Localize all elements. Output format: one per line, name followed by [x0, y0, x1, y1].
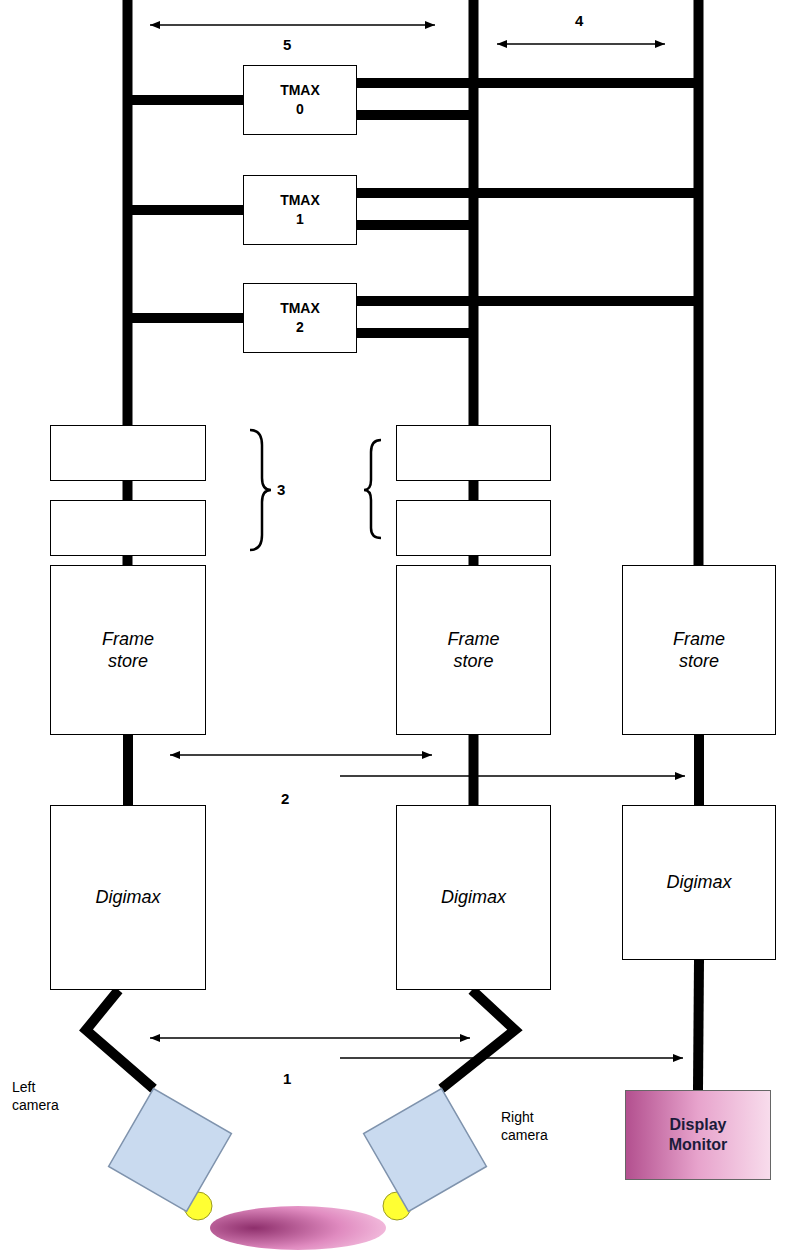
double-arrow [170, 754, 432, 756]
bus-link [128, 95, 245, 105]
box-label: Digimax [666, 871, 731, 894]
bus-line [123, 0, 133, 566]
digitiser-board: Digimax [396, 805, 551, 990]
camera-housing [109, 1089, 232, 1212]
bus-link [356, 110, 474, 120]
callout-number: 5 [283, 36, 291, 54]
bus-link [128, 205, 245, 215]
callout-number: 2 [281, 790, 289, 808]
box-label: Frame store [447, 628, 499, 673]
empty-board [397, 501, 551, 556]
frame-store-board: Frame store [396, 565, 551, 735]
single-arrow [340, 1057, 683, 1059]
double-arrow [150, 24, 435, 26]
box-label: TMAX 1 [280, 191, 320, 229]
camera-body [110, 1090, 230, 1210]
processor-board: TMAX 1 [243, 175, 357, 245]
braces [250, 430, 381, 550]
empty-board [51, 426, 206, 481]
callout-number: 3 [277, 481, 285, 499]
curly-brace [364, 440, 381, 538]
data-cable [698, 960, 699, 1090]
callout-number: 1 [283, 1070, 291, 1088]
callout-number: 4 [575, 12, 583, 30]
bus-lines [128, 0, 699, 566]
data-cable [469, 735, 479, 805]
empty-boards [51, 426, 551, 556]
empty-board [397, 426, 551, 481]
frame-store-board: Frame store [622, 565, 776, 735]
digitiser-board: Digimax [622, 805, 776, 960]
camera: Right camera [365, 1090, 485, 1210]
box-label: Frame store [102, 628, 154, 673]
double-arrow [497, 43, 665, 45]
box-label: Digimax [441, 886, 506, 909]
processor-board: TMAX 0 [243, 65, 357, 135]
camera-body [365, 1090, 485, 1210]
box-label: TMAX 0 [280, 81, 320, 119]
bus-link [356, 220, 474, 230]
processor-board: TMAX 2 [243, 283, 357, 353]
camera-label: Right camera [501, 1108, 548, 1144]
empty-board [51, 501, 206, 556]
bus-link [128, 313, 245, 323]
box-label: Digimax [95, 886, 160, 909]
double-arrow [150, 1037, 470, 1039]
camera: Left camera [110, 1090, 230, 1210]
box-label: TMAX 2 [280, 299, 320, 337]
bus-link [356, 188, 699, 198]
camera-housing [364, 1089, 487, 1212]
data-cable [123, 735, 133, 805]
bus-link [356, 296, 699, 306]
camera-label: Left camera [12, 1078, 59, 1114]
box-label: Frame store [673, 628, 725, 673]
data-cable [442, 990, 516, 1089]
frame-store-board: Frame store [50, 565, 206, 735]
dimension-arrows [150, 25, 685, 1058]
single-arrow [340, 775, 685, 777]
display-monitor: Display Monitor [625, 1090, 771, 1180]
curly-brace [250, 430, 271, 550]
data-cable [86, 990, 154, 1089]
bus-link [356, 78, 699, 88]
viewed-object [210, 1206, 386, 1250]
box-label: Display Monitor [669, 1115, 728, 1155]
digitiser-board: Digimax [50, 805, 206, 990]
data-cable [694, 735, 704, 805]
bus-link [356, 328, 474, 338]
